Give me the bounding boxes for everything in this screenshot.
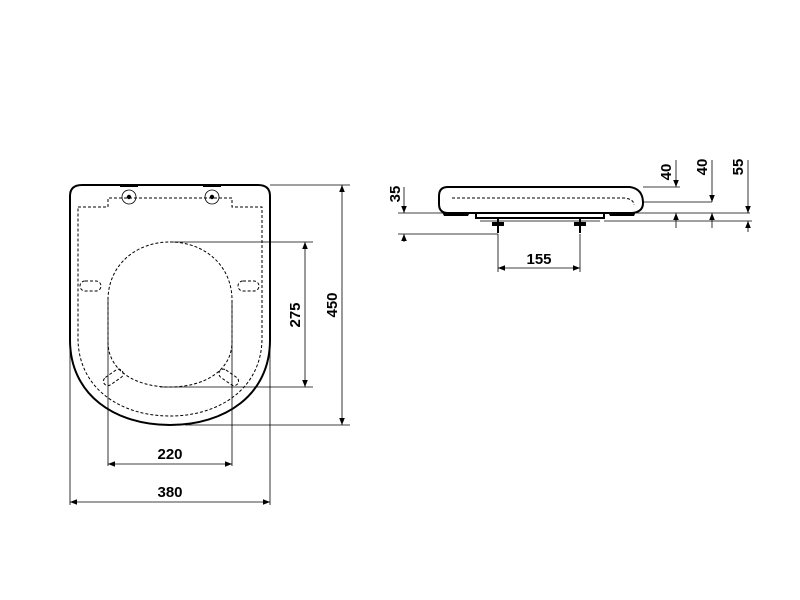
dim-label-155: 155: [526, 251, 551, 268]
bumper-slot-right: [237, 280, 260, 292]
dim-label-40-a: 40: [658, 164, 675, 181]
bumper-lower-right: [218, 368, 240, 387]
top-view: 450 275 220 380: [69, 184, 350, 505]
hinge-right: [203, 185, 221, 205]
bolt-left: [492, 218, 504, 233]
seat-outline: [69, 184, 271, 427]
dim-label-55: 55: [730, 159, 747, 176]
bolt-right: [574, 218, 586, 233]
dim-label-275: 275: [287, 302, 304, 327]
hinge-left: [120, 185, 138, 205]
seat-opening: [107, 241, 233, 388]
seat-inner-rim: [77, 197, 263, 417]
seat-lid-profile: [438, 186, 645, 214]
hinge-plate: [475, 212, 605, 219]
side-view: 35 40 40 55 155: [387, 159, 752, 272]
dim-label-380: 380: [157, 484, 182, 501]
bumper-lower-left: [102, 368, 124, 387]
dim-label-35: 35: [387, 186, 404, 203]
dim-label-450: 450: [324, 292, 341, 317]
bumper-slot-left: [79, 280, 102, 292]
dim-label-40-b: 40: [694, 159, 711, 176]
dim-label-220: 220: [157, 446, 182, 463]
bumper-front: [608, 212, 636, 216]
